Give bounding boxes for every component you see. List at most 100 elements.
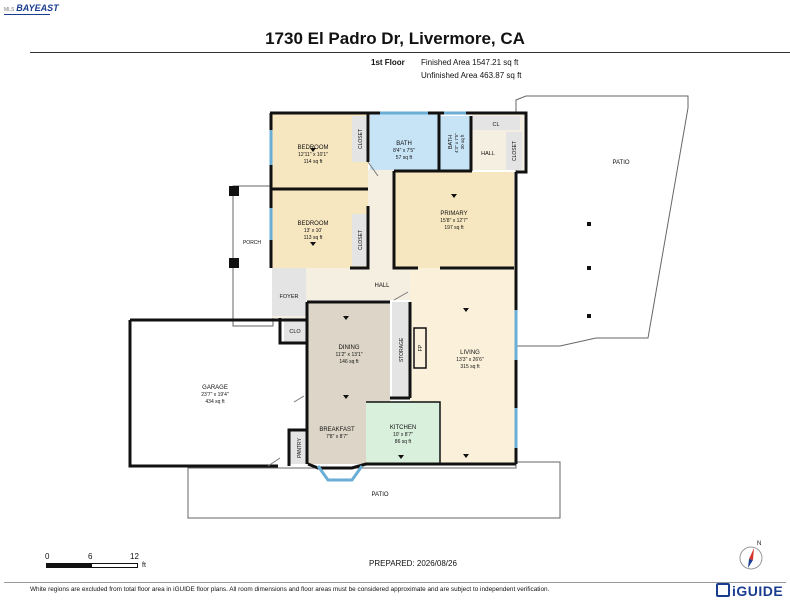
bay-window <box>316 465 364 482</box>
marker-4 <box>343 316 349 320</box>
bath-2-fill <box>440 116 470 170</box>
iguide-mark-icon <box>716 583 730 597</box>
foyer-fill <box>272 268 306 316</box>
closet-label-3: CLOSET <box>512 141 518 161</box>
wall-south <box>307 462 516 470</box>
closet-1-fill <box>352 116 368 162</box>
iguide-logo: iGUIDE <box>716 583 783 599</box>
wall-pantry <box>287 428 307 466</box>
prepared-date: PREPARED: 2026/08/26 <box>369 559 457 568</box>
porch-area <box>232 185 274 327</box>
scale-bar-graphic <box>46 563 138 568</box>
door-entry <box>267 457 281 467</box>
patio-post-2 <box>587 266 591 270</box>
hall-label-upper: HALL <box>481 151 495 157</box>
kitchen-area: 86 sq ft <box>395 439 412 445</box>
garage-area: 434 sq ft <box>205 399 225 405</box>
logo-underline <box>4 14 50 15</box>
title-divider <box>30 52 790 53</box>
kitchen-fill <box>366 402 440 464</box>
living-area: 315 sq ft <box>460 364 480 370</box>
patio-label-bottom: PATIO <box>371 492 388 498</box>
clo-label: CLO <box>289 329 301 335</box>
closet-2-fill <box>352 214 368 266</box>
page-title: 1730 El Padro Dr, Livermore, CA <box>265 29 525 48</box>
clo-fill <box>284 318 308 342</box>
patio-right <box>515 95 689 347</box>
scale-unit: ft <box>142 562 146 569</box>
compass-icon: N <box>739 541 763 570</box>
pantry-fill <box>290 430 308 464</box>
cl-label: CL <box>492 122 499 128</box>
dining-dims: 11'2" x 13'1" <box>335 352 362 358</box>
garage-name: GARAGE <box>202 385 228 391</box>
wall-garage <box>130 318 309 345</box>
foyer-label: FOYER <box>280 294 299 300</box>
breakfast-name: BREAKFAST <box>319 427 355 433</box>
porch-post-2 <box>229 258 239 268</box>
scale-bar: 0 6 12 ft <box>45 552 156 572</box>
kitchen-dims: 10' x 8'7" <box>393 432 413 438</box>
storage-label: STORAGE <box>399 337 405 362</box>
pantry-label: PANTRY <box>297 437 303 457</box>
marker-8 <box>398 455 404 459</box>
closet-label-2: CLOSET <box>358 230 364 250</box>
bedroom-1-dims: 12'11" x 10'1" <box>298 152 328 158</box>
fp-label: FP <box>418 344 424 351</box>
patio-bottom <box>187 461 561 519</box>
closet-label-1: CLOSET <box>358 129 364 149</box>
compass-north-label: N <box>757 541 761 547</box>
bedroom-1-area: 114 sq ft <box>304 159 323 165</box>
marker-6 <box>463 308 469 312</box>
bedroom-2-name: BEDROOM <box>297 221 328 227</box>
marker-5 <box>343 395 349 399</box>
cl-fill <box>472 116 520 130</box>
storage-fill <box>392 302 410 398</box>
floor-label: 1st Floor <box>371 58 405 67</box>
unfinished-area: Unfinished Area 463.87 sq ft <box>421 71 522 80</box>
hall-label-main: HALL <box>374 283 390 289</box>
bath-2-dims: 4'3" x 7'5" <box>454 133 459 153</box>
bath-1-name: BATH <box>396 141 412 147</box>
primary-area: 197 sq ft <box>444 225 464 231</box>
door-garage <box>293 395 305 403</box>
bath-1-dims: 8'4" x 7'5" <box>393 148 415 154</box>
marker-7 <box>463 454 469 458</box>
finished-area: Finished Area 1547.21 sq ft <box>421 58 519 67</box>
marker-3 <box>451 194 457 198</box>
primary-name: PRIMARY <box>440 211 467 217</box>
bedroom-1-name: BEDROOM <box>297 145 328 151</box>
patio-post-3 <box>587 314 591 318</box>
kitchen-name: KITCHEN <box>390 425 416 431</box>
bedroom-2-dims: 13' x 10' <box>304 228 322 234</box>
wall-bed2-east <box>350 206 370 270</box>
porch-post-1 <box>229 186 239 196</box>
breakfast-dims: 7'8" x 8'7" <box>326 434 348 440</box>
dining-area: 146 sq ft <box>339 359 359 365</box>
living-dims: 13'3" x 26'6" <box>456 357 484 363</box>
fireplace <box>413 327 427 369</box>
kitchen-counter <box>366 401 441 464</box>
scale-tick-12: 12 <box>130 552 139 561</box>
wall-garage-outer <box>128 320 278 468</box>
disclaimer: White regions are excluded from total fl… <box>30 586 550 593</box>
wall-primary <box>392 171 418 270</box>
primary-dims: 15'8" x 12'7" <box>440 218 468 224</box>
closet-3-fill <box>506 132 522 170</box>
patio-post-1 <box>587 222 591 226</box>
bath-2-area: 30 sq ft <box>460 134 465 150</box>
garage-dims: 23'7" x 19'4" <box>201 392 229 398</box>
marker-1 <box>310 148 316 152</box>
patio-label-right: PATIO <box>612 160 629 166</box>
porch-label: PORCH <box>243 240 261 246</box>
door-hall <box>393 291 409 301</box>
scale-tick-0: 0 <box>45 552 50 561</box>
door-bed1 <box>367 161 379 177</box>
primary-fill <box>394 172 514 268</box>
footer-divider <box>4 582 786 583</box>
bath-1-area: 57 sq ft <box>396 155 413 161</box>
bedroom-2-area: 113 sq ft <box>304 235 323 241</box>
scale-tick-6: 6 <box>88 552 93 561</box>
